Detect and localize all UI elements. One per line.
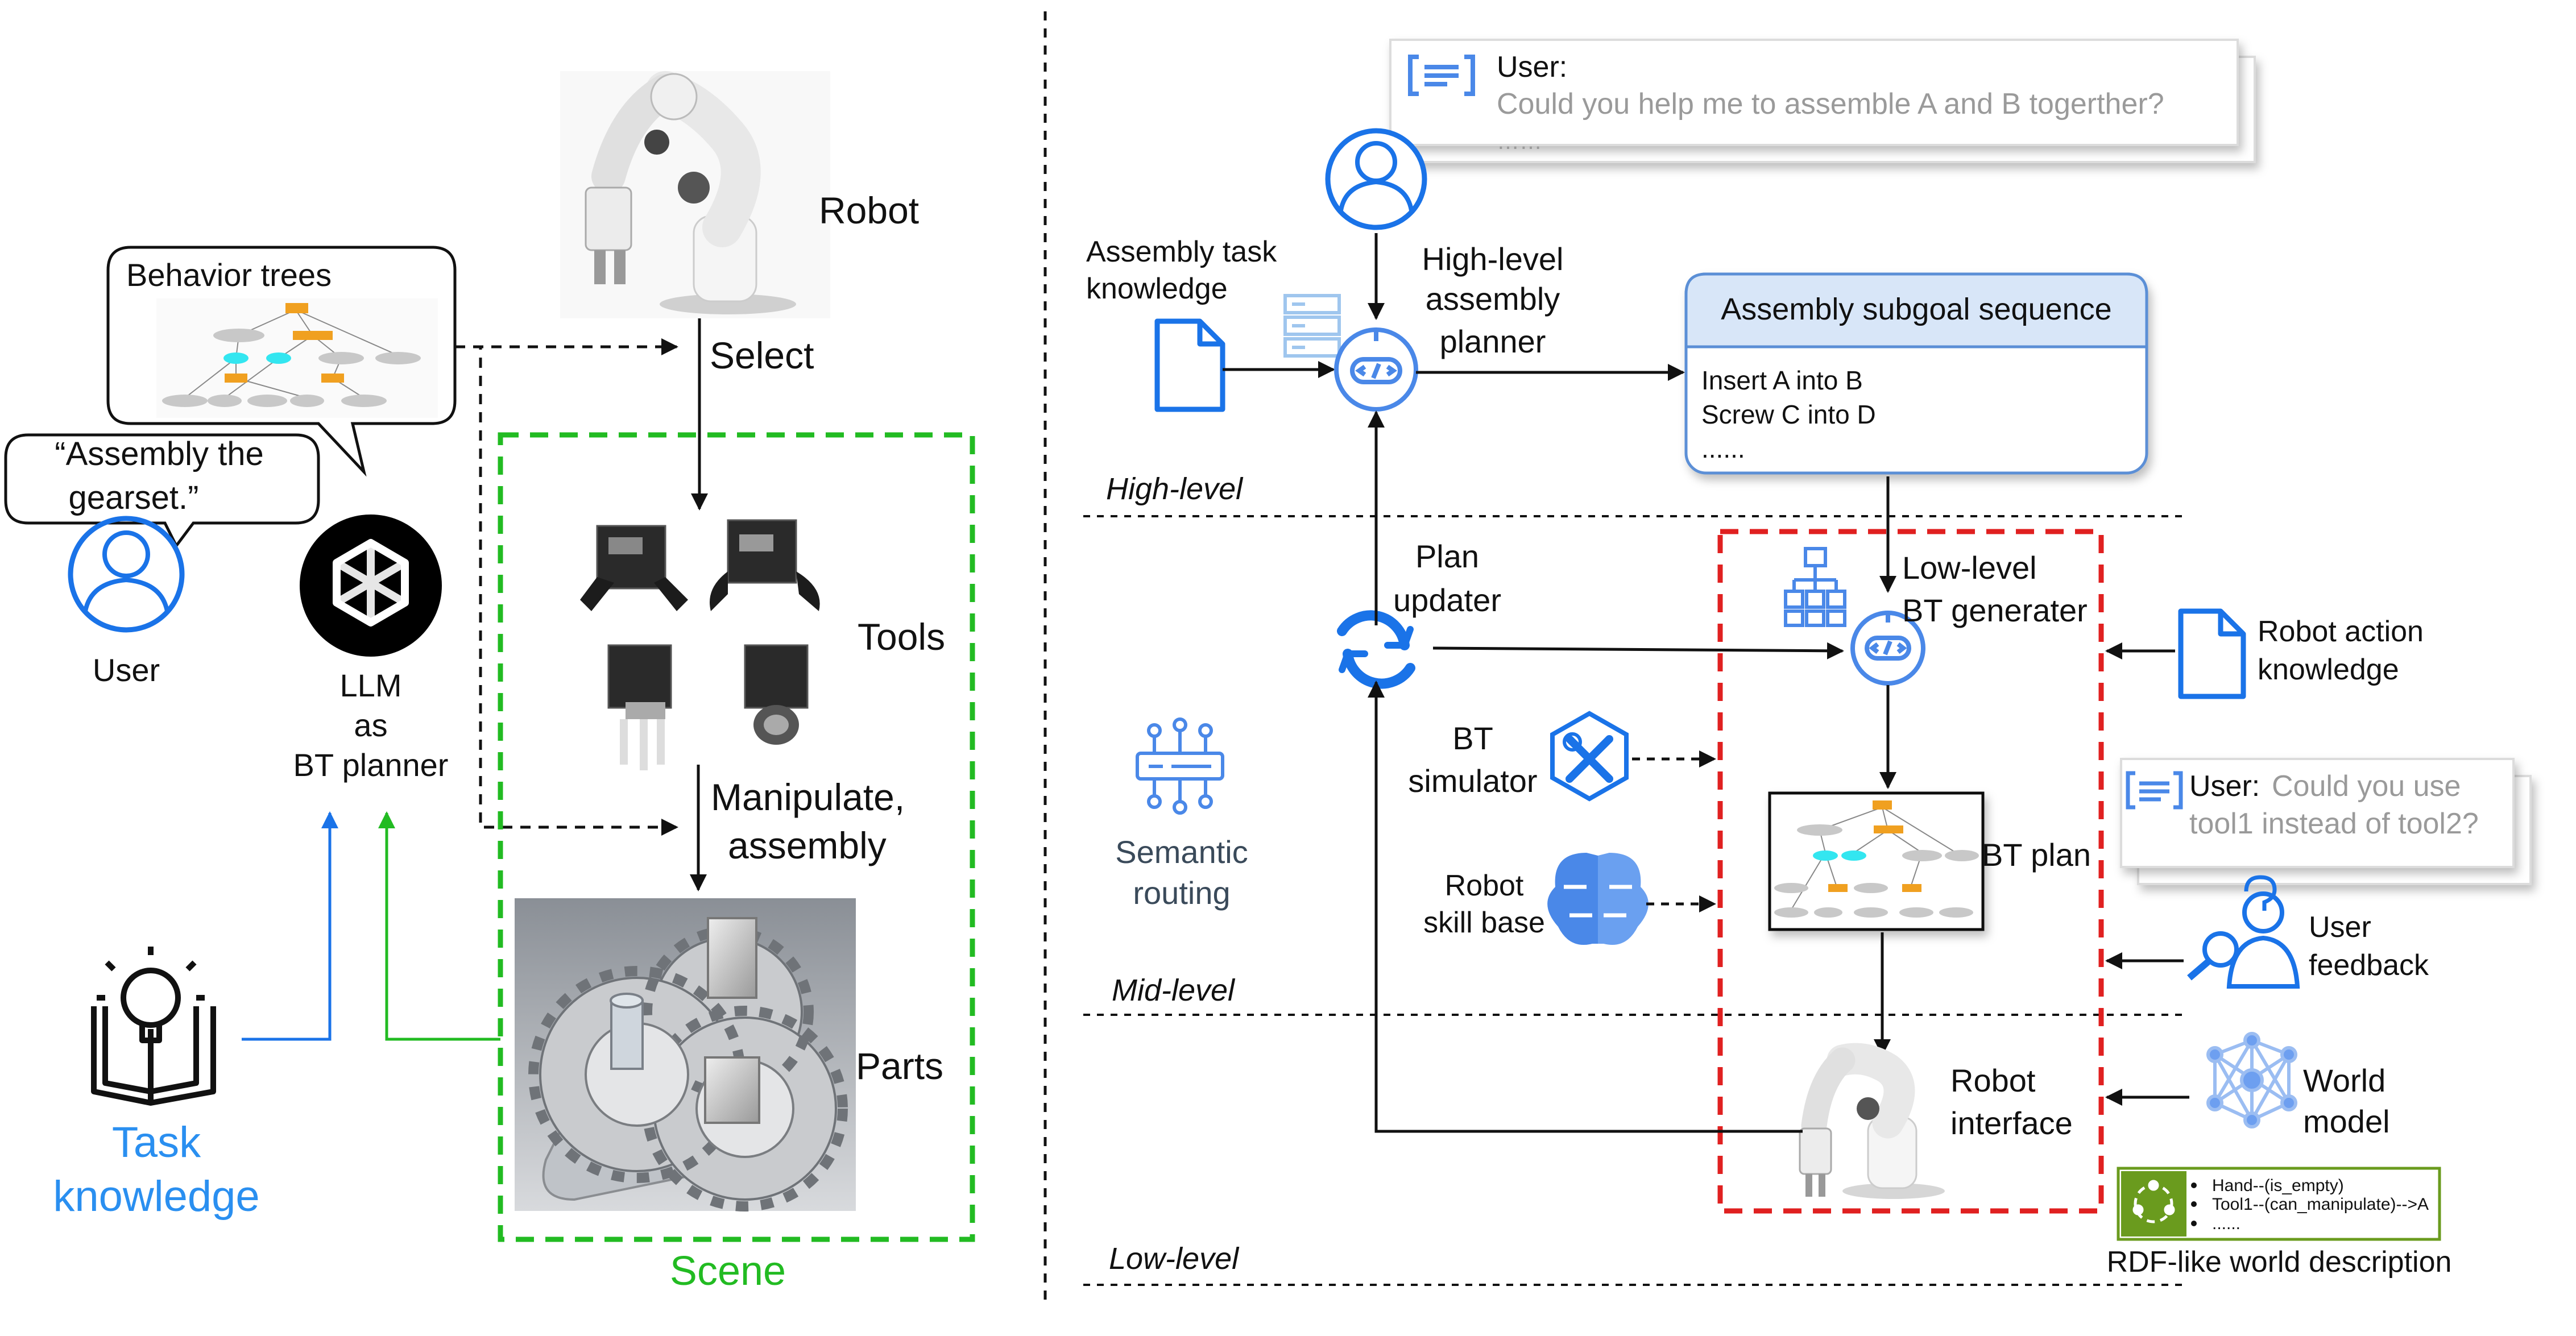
scene-box (498, 432, 975, 1242)
robot-interface-image (1799, 1043, 1945, 1199)
ll-generator-line-1: Low-level (1902, 550, 2037, 586)
chat-speaker: User: (1497, 51, 1567, 84)
behavior-trees-bubble: Behavior trees (106, 246, 457, 477)
subgoal-item-3: ...... (1701, 434, 1745, 463)
user-icon (68, 516, 185, 633)
rdf-graph-icon (2132, 1180, 2175, 1223)
server-icon (1283, 294, 1341, 358)
llm-to-manipulate-arrow (455, 345, 678, 836)
rdf-line-1: Hand--(is_empty) (2212, 1176, 2344, 1195)
rdf-description-box: Hand--(is_empty) Tool1--(can_manipulate)… (2117, 1167, 2441, 1241)
tools-image (580, 519, 820, 770)
rdf-line-2: Tool1--(can_manipulate)-->A (2212, 1195, 2429, 1214)
robot-action-document-icon (2178, 608, 2246, 699)
parts-label: Parts (856, 1045, 943, 1087)
ll-generator-line-2: BT generater (1902, 592, 2088, 628)
refresh-icon (1337, 610, 1415, 689)
openai-logo-icon (300, 515, 442, 657)
llm-line-2: as (354, 707, 387, 743)
tools-label: Tools (858, 616, 945, 658)
hl-planner-line-2: assembly (1426, 281, 1560, 317)
skill-line-1: Robot (1445, 869, 1524, 902)
level-low-label: Low-level (1109, 1242, 1240, 1276)
bt-sim-line-1: BT (1452, 720, 1493, 756)
planner-bot-icon (1334, 327, 1418, 412)
task-line-1: Task (112, 1118, 201, 1167)
bt-plan-image (1768, 791, 1985, 931)
feedback-line-2: tool1 instead of tool2? (2189, 807, 2479, 840)
llm-line-1: LLM (340, 667, 402, 703)
plan-updater-line-2: updater (1393, 582, 1501, 618)
feedback-speaker: User: (2189, 770, 2260, 803)
level-high-label: High-level (1106, 472, 1244, 506)
hierarchy-icon (1784, 547, 1846, 627)
user-label: User (93, 652, 160, 688)
task-line-2: knowledge (53, 1172, 259, 1221)
document-icon (1154, 318, 1225, 412)
feedback-chat-icon (2126, 771, 2183, 810)
hl-planner-line-1: High-level (1422, 241, 1564, 277)
skill-line-2: skill base (1423, 906, 1545, 939)
brain-icon (1547, 853, 1649, 945)
scene-label: Scene (670, 1248, 786, 1294)
chat-icon (1408, 55, 1475, 96)
feedback-chat-card: User: Could you use tool1 instead of too… (2120, 758, 2532, 885)
robot-action-line-2: knowledge (2258, 653, 2399, 686)
select-label: Select (710, 334, 814, 376)
user-feedback-line-2: feedback (2309, 949, 2429, 982)
robot-label: Robot (819, 189, 919, 231)
scene-to-llm-arrow (378, 811, 500, 1041)
interface-to-updater-arrow (1368, 681, 1803, 1133)
chat-ellipsis: …… (1497, 129, 1542, 154)
manipulate-line-1: Manipulate, (711, 776, 905, 818)
assembly-task-line-1: Assembly task (1086, 235, 1277, 268)
semantic-routing-icon (1136, 717, 1224, 815)
llm-line-3: BT planner (293, 747, 449, 783)
task-knowledge-icon (91, 947, 216, 1106)
subgoal-title: Assembly subgoal sequence (1721, 292, 2111, 326)
bt-thumbnail-image (156, 298, 438, 418)
bt-sim-line-2: simulator (1408, 763, 1537, 799)
rdf-line-3: ...... (2212, 1214, 2240, 1233)
world-model-line-2: model (2303, 1103, 2390, 1139)
robot-interface-line-1: Robot (1950, 1063, 2036, 1098)
user-speech-bubble: “Assembly the gearset.” (4, 433, 320, 549)
subgoal-item-2: Screw C into D (1701, 400, 1876, 429)
plan-updater-line-1: Plan (1415, 538, 1479, 574)
bt-bubble-title: Behavior trees (126, 257, 332, 293)
robot-interface-line-2: interface (1950, 1105, 2073, 1141)
user-icon-top (1325, 128, 1427, 230)
bt-plan-label: BT plan (1982, 837, 2091, 873)
semantic-line-2: routing (1133, 875, 1230, 911)
chat-message: Could you help me to assemble A and B to… (1497, 88, 2164, 121)
speech-line-1: “Assembly the (55, 435, 263, 472)
task-to-llm-arrow (242, 811, 338, 1041)
robot-arm-image (560, 71, 830, 318)
level-mid-label: Mid-level (1112, 973, 1236, 1007)
assembly-task-line-2: knowledge (1086, 272, 1228, 305)
robot-action-line-1: Robot action (2258, 615, 2424, 648)
user-feedback-icon (2187, 875, 2300, 989)
feedback-line-1: Could you use (2272, 770, 2461, 803)
manipulate-line-2: assembly (728, 824, 887, 866)
simulator-tools-icon (1550, 711, 1629, 802)
subgoal-item-1: Insert A into B (1701, 366, 1863, 395)
semantic-line-1: Semantic (1115, 834, 1248, 870)
parts-gear-image (515, 898, 856, 1211)
world-model-network-icon (2206, 1032, 2297, 1128)
rdf-caption: RDF-like world description (2107, 1246, 2452, 1279)
user-feedback-line-1: User (2309, 911, 2371, 944)
subgoal-sequence-box: Assembly subgoal sequence Insert A into … (1684, 272, 2148, 475)
updater-to-generator-arrow (1432, 642, 1844, 659)
world-model-line-1: World (2303, 1063, 2386, 1098)
generator-bot-icon (1850, 611, 1925, 686)
user-chat-card: User: Could you help me to assemble A an… (1389, 39, 2256, 163)
hl-planner-line-3: planner (1440, 323, 1546, 359)
speech-line-2: gearset.” (69, 479, 199, 516)
bt-generation-box (1717, 529, 2104, 1214)
